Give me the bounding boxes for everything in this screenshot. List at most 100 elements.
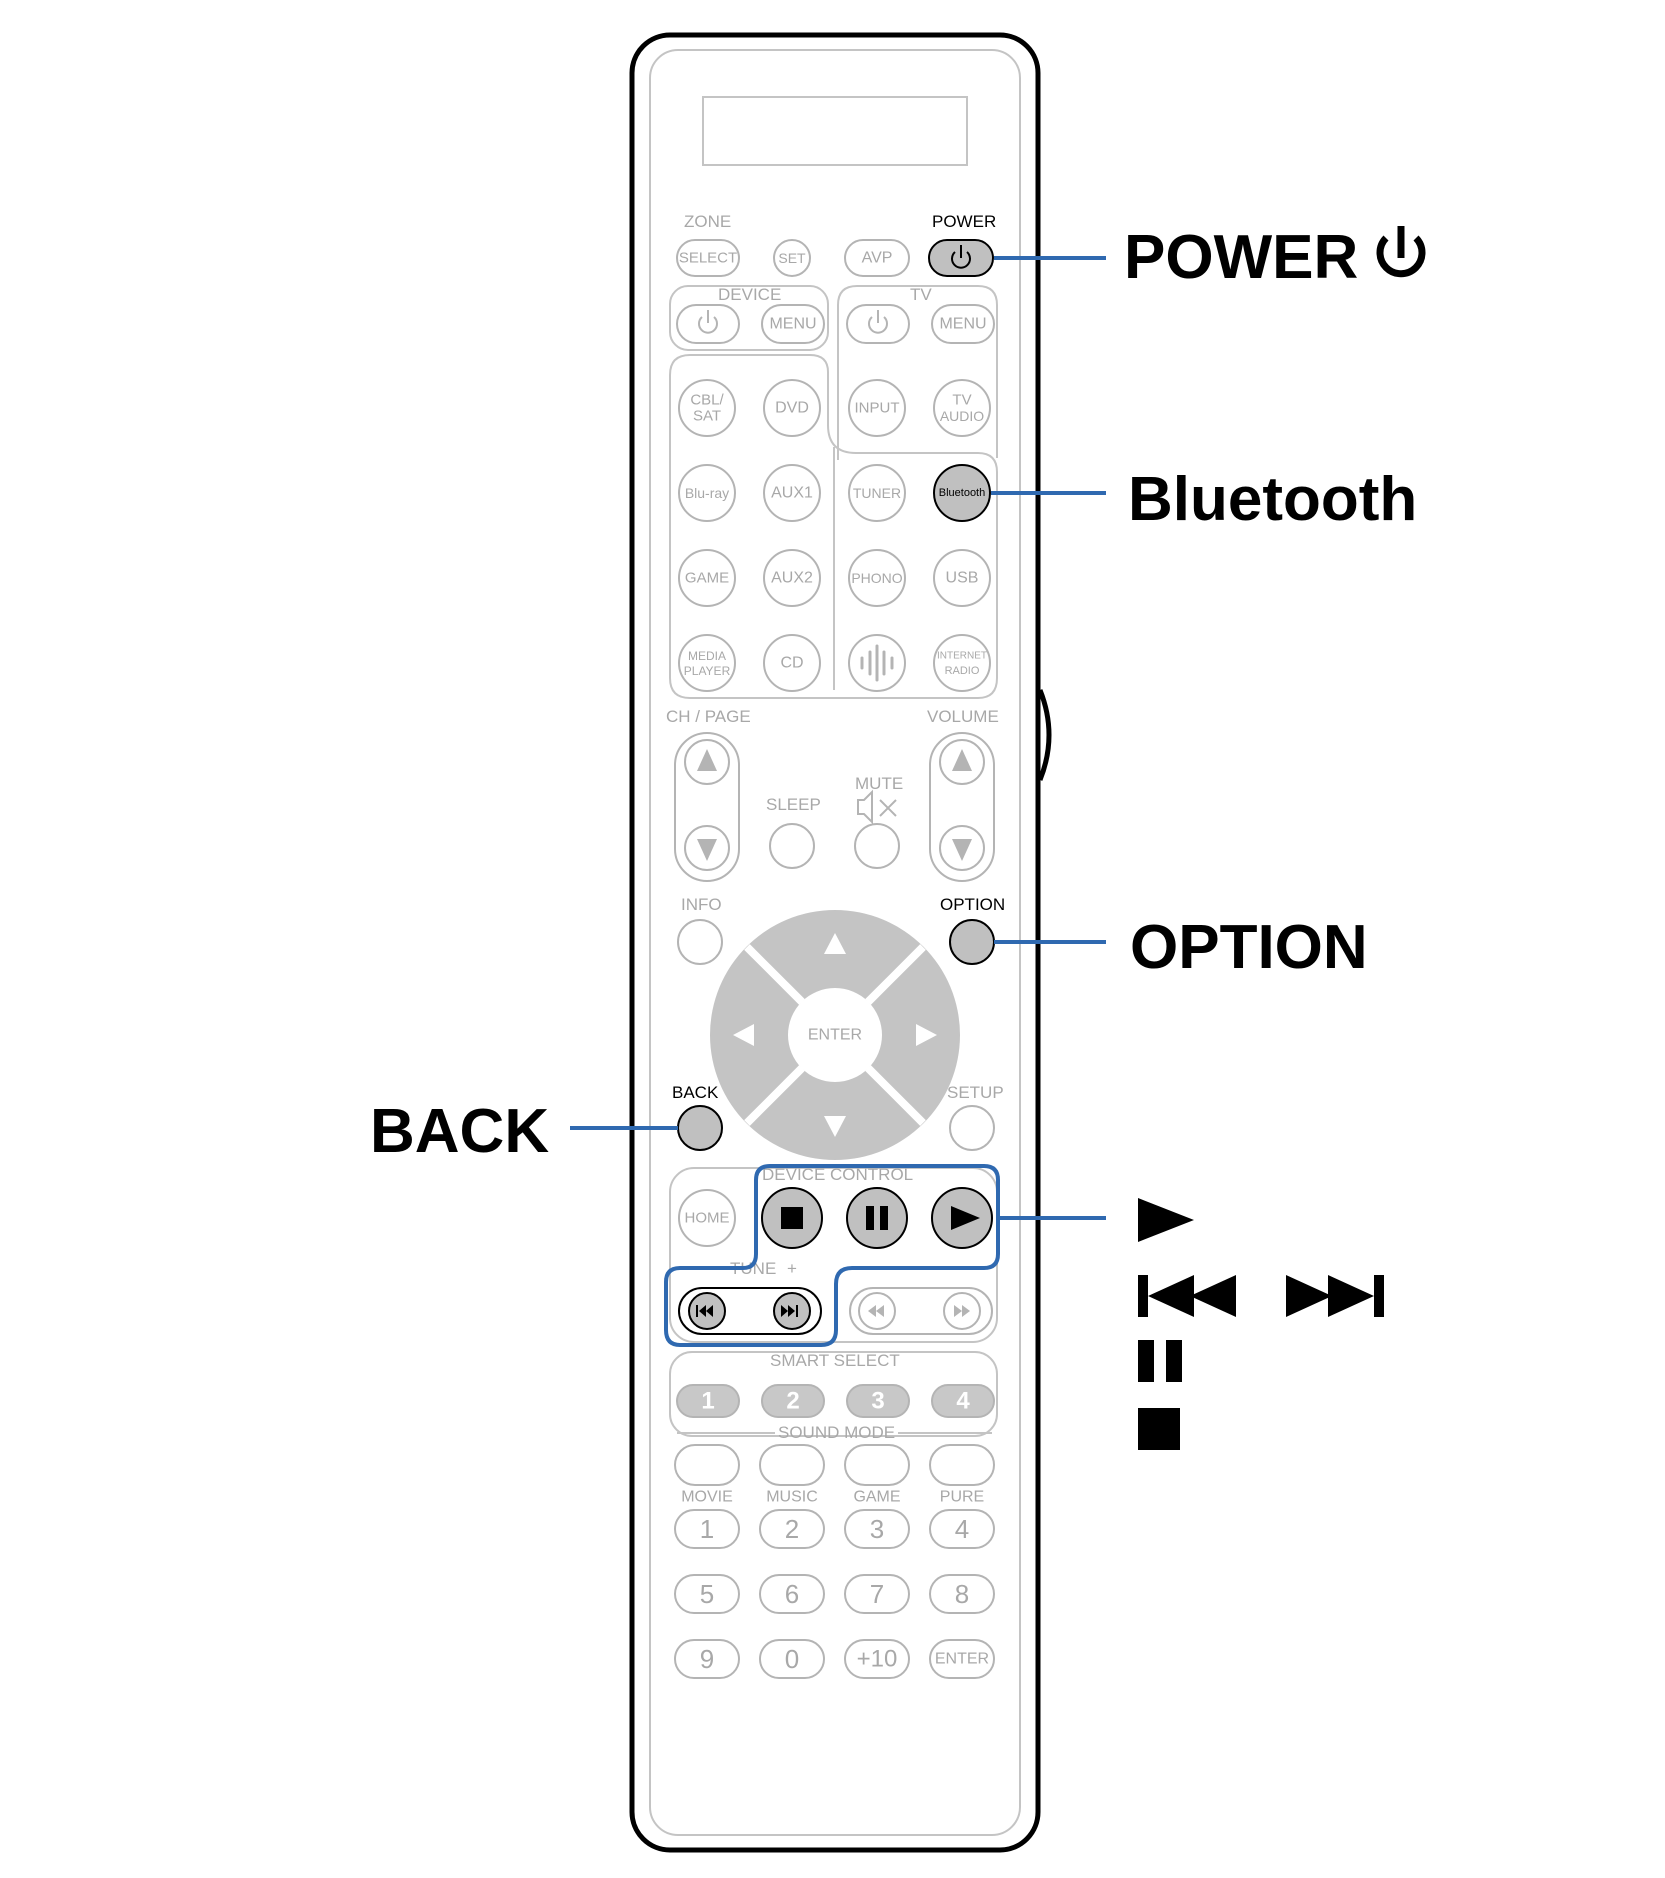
option-label: OPTION bbox=[940, 895, 1005, 914]
numpad-9-button[interactable]: 9 bbox=[674, 1639, 740, 1679]
svg-text:GAME: GAME bbox=[685, 570, 729, 587]
stop-button[interactable] bbox=[761, 1187, 823, 1249]
callout-lines bbox=[570, 256, 1106, 1220]
svg-text:3: 3 bbox=[871, 1388, 884, 1415]
tuner-button[interactable]: TUNER bbox=[848, 464, 906, 522]
smart-select-2-button[interactable]: 2 bbox=[761, 1384, 825, 1418]
svg-text:SAT: SAT bbox=[693, 408, 721, 425]
phono-button[interactable]: PHONO bbox=[848, 549, 906, 607]
numpad-1-button[interactable]: 1 bbox=[674, 1509, 740, 1549]
left-arrow-icon[interactable] bbox=[733, 1024, 754, 1046]
select-button[interactable]: SELECT bbox=[676, 239, 740, 277]
fast-forward-icon bbox=[954, 1305, 970, 1317]
svg-text:TV: TV bbox=[952, 392, 971, 409]
tv-audio-button[interactable]: TV AUDIO bbox=[933, 379, 991, 437]
movie-label: MOVIE bbox=[681, 1489, 733, 1506]
device-menu-button[interactable]: MENU bbox=[761, 304, 825, 344]
down-arrow-icon[interactable] bbox=[824, 1116, 846, 1137]
set-button[interactable]: SET bbox=[773, 239, 811, 277]
device-power-button[interactable] bbox=[676, 304, 740, 344]
svg-text:+10: +10 bbox=[857, 1646, 898, 1673]
callout-play-icon bbox=[1138, 1198, 1194, 1242]
fast-forward-button[interactable] bbox=[943, 1292, 981, 1330]
bluetooth-button[interactable]: Bluetooth bbox=[933, 464, 991, 522]
remote-side-knob bbox=[1037, 689, 1052, 781]
smart-select-3-button[interactable]: 3 bbox=[846, 1384, 910, 1418]
enter-button[interactable] bbox=[788, 988, 882, 1082]
rewind-button[interactable] bbox=[858, 1292, 896, 1330]
back-button[interactable] bbox=[677, 1105, 723, 1151]
numpad-4-button[interactable]: 4 bbox=[929, 1509, 995, 1549]
callout-skip-icon bbox=[1138, 1275, 1384, 1317]
aux2-button[interactable]: AUX2 bbox=[763, 549, 821, 607]
svg-text:AUX2: AUX2 bbox=[771, 570, 813, 587]
sound-mode-game-button[interactable] bbox=[844, 1444, 910, 1486]
svg-text:4: 4 bbox=[956, 1388, 970, 1415]
rewind-icon bbox=[868, 1305, 884, 1317]
device-label: DEVICE bbox=[718, 285, 781, 304]
smart-select-label: SMART SELECT bbox=[770, 1351, 900, 1370]
svg-text:CD: CD bbox=[780, 655, 803, 672]
ch-up-button[interactable] bbox=[684, 739, 730, 785]
power-button[interactable] bbox=[928, 239, 994, 277]
play-button[interactable] bbox=[931, 1187, 993, 1249]
cbl-sat-button[interactable]: CBL/ SAT bbox=[678, 379, 736, 437]
sleep-button[interactable] bbox=[769, 823, 815, 869]
option-button[interactable] bbox=[949, 919, 995, 965]
tv-power-button[interactable] bbox=[846, 304, 910, 344]
numpad-7-button[interactable]: 7 bbox=[844, 1574, 910, 1614]
numpad-0-button[interactable]: 0 bbox=[759, 1639, 825, 1679]
ch-page-label: CH / PAGE bbox=[666, 707, 751, 726]
setup-button[interactable] bbox=[949, 1105, 995, 1151]
numpad-enter-button[interactable]: ENTER bbox=[929, 1639, 995, 1679]
game-button[interactable]: GAME bbox=[678, 549, 736, 607]
cd-button[interactable]: CD bbox=[763, 634, 821, 692]
numpad-5-button[interactable]: 5 bbox=[674, 1574, 740, 1614]
device-control-label: DEVICE CONTROL bbox=[762, 1165, 913, 1184]
tv-input-button[interactable]: INPUT bbox=[848, 379, 906, 437]
sound-mode-pure-button[interactable] bbox=[929, 1444, 995, 1486]
aux1-button[interactable]: AUX1 bbox=[763, 464, 821, 522]
usb-button[interactable]: USB bbox=[933, 549, 991, 607]
volume-up-button[interactable] bbox=[939, 739, 985, 785]
numpad-8-button[interactable]: 8 bbox=[929, 1574, 995, 1614]
internet-radio-button[interactable]: INTERNET RADIO bbox=[933, 634, 991, 692]
back-label: BACK bbox=[672, 1083, 719, 1102]
music-label: MUSIC bbox=[766, 1489, 818, 1506]
callout-stop-icon bbox=[1138, 1408, 1180, 1450]
right-arrow-icon[interactable] bbox=[916, 1024, 937, 1046]
play-icon bbox=[951, 1206, 980, 1230]
device-control-highlight bbox=[664, 1164, 1000, 1347]
sound-mode-movie-button[interactable] bbox=[674, 1444, 740, 1486]
numpad-3-button[interactable]: 3 bbox=[844, 1509, 910, 1549]
svg-text:2: 2 bbox=[785, 1514, 799, 1544]
volume-label: VOLUME bbox=[927, 707, 999, 726]
dvd-button[interactable]: DVD bbox=[763, 379, 821, 437]
svg-text:SET: SET bbox=[778, 250, 806, 266]
mute-label: MUTE bbox=[855, 774, 903, 793]
up-arrow-icon[interactable] bbox=[824, 933, 846, 954]
sound-mode-music-button[interactable] bbox=[759, 1444, 825, 1486]
home-button[interactable]: HOME bbox=[678, 1189, 736, 1247]
smart-select-4-button[interactable]: 4 bbox=[931, 1384, 995, 1418]
volume-down-button[interactable] bbox=[939, 825, 985, 871]
heos-button[interactable] bbox=[848, 634, 906, 692]
avp-button[interactable]: AVP bbox=[844, 239, 910, 277]
pause-button[interactable] bbox=[846, 1187, 908, 1249]
numpad: 1 2 3 4 5 6 7 8 9 0 +10 ENTER bbox=[674, 1509, 995, 1679]
media-player-button[interactable]: MEDIA PLAYER bbox=[678, 634, 736, 692]
ch-down-button[interactable] bbox=[684, 825, 730, 871]
info-button[interactable] bbox=[677, 919, 723, 965]
numpad-2-button[interactable]: 2 bbox=[759, 1509, 825, 1549]
pause-icon bbox=[866, 1206, 888, 1230]
skip-forward-button[interactable] bbox=[773, 1292, 811, 1330]
tv-menu-button[interactable]: MENU bbox=[931, 304, 995, 344]
skip-back-button[interactable] bbox=[688, 1292, 726, 1330]
numpad-plus10-button[interactable]: +10 bbox=[844, 1639, 910, 1679]
smart-select-1-button[interactable]: 1 bbox=[676, 1384, 740, 1418]
numpad-6-button[interactable]: 6 bbox=[759, 1574, 825, 1614]
svg-text:MENU: MENU bbox=[769, 316, 816, 333]
bluray-button[interactable]: Blu-ray bbox=[678, 464, 736, 522]
svg-text:CBL/: CBL/ bbox=[690, 392, 724, 409]
mute-button[interactable] bbox=[854, 823, 900, 869]
